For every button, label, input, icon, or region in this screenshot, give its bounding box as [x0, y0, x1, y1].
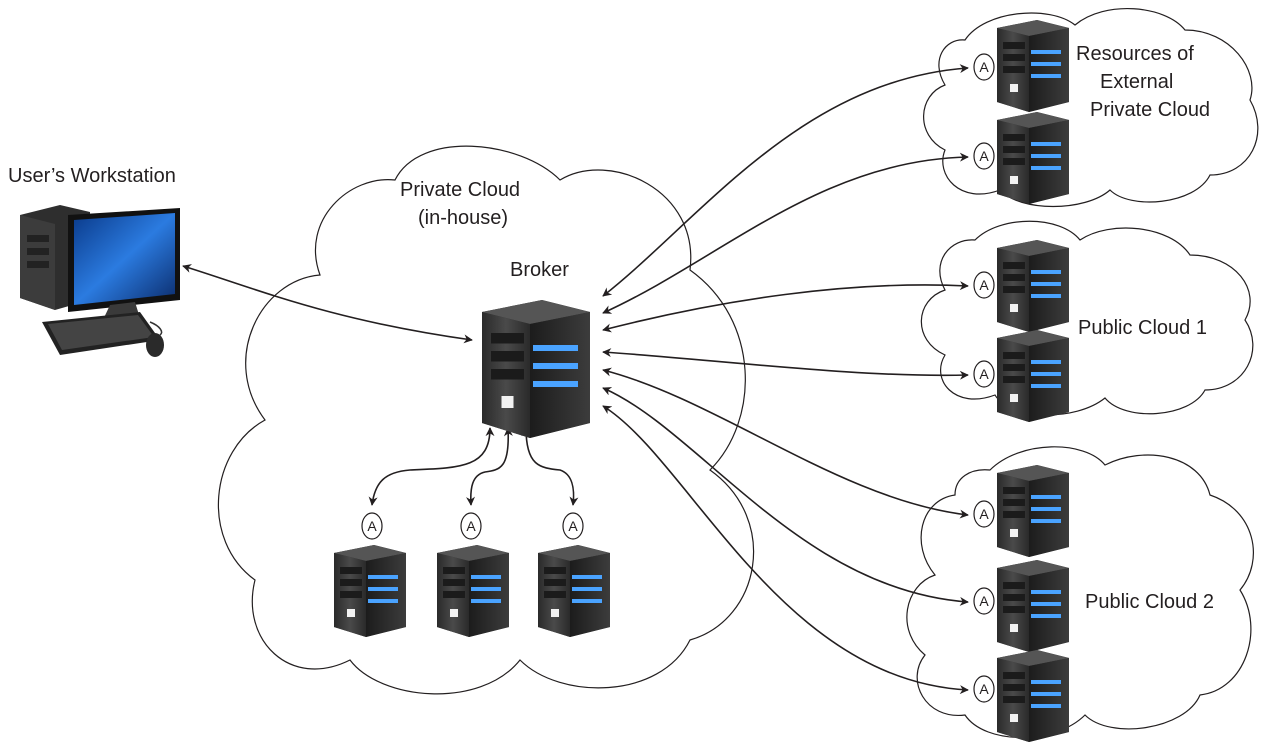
- public-cloud-2-label: Public Cloud 2: [1085, 591, 1214, 613]
- agent-marker: A: [973, 271, 995, 299]
- agent-marker: A: [973, 587, 995, 615]
- agent-marker: A: [460, 512, 482, 540]
- agent-marker: A: [973, 53, 995, 81]
- agent-marker: A: [973, 675, 995, 703]
- svg-text:A: A: [979, 277, 989, 293]
- public1-server-1-icon: [997, 240, 1069, 332]
- agent-marker: A: [973, 500, 995, 528]
- public-cloud-1-label: Public Cloud 1: [1078, 317, 1207, 339]
- internal-server-1-icon: [334, 545, 406, 637]
- svg-text:A: A: [466, 518, 476, 534]
- private-cloud-label-line1: Private Cloud: [400, 179, 520, 201]
- workstation-icon: [20, 205, 180, 357]
- broker-label: Broker: [510, 259, 569, 281]
- broker-public2-link-3: [602, 405, 969, 695]
- internal-server-3-icon: [538, 545, 610, 637]
- svg-text:A: A: [979, 366, 989, 382]
- broker-server-icon: [482, 300, 590, 438]
- svg-text:A: A: [979, 59, 989, 75]
- svg-text:A: A: [979, 593, 989, 609]
- svg-text:A: A: [979, 681, 989, 697]
- internal-server-2-icon: [437, 545, 509, 637]
- external-server-2-icon: [997, 112, 1069, 204]
- workstation-label: User’s Workstation: [8, 165, 176, 187]
- agent-marker: A: [562, 512, 584, 540]
- public2-server-1-icon: [997, 465, 1069, 557]
- public2-server-2-icon: [997, 560, 1069, 652]
- agent-marker: A: [973, 360, 995, 388]
- external-cloud-label-line2: External: [1100, 71, 1173, 93]
- broker-public1-link-1: [602, 281, 969, 333]
- svg-text:A: A: [979, 506, 989, 522]
- workstation-broker-link: [182, 264, 473, 344]
- svg-text:A: A: [568, 518, 578, 534]
- external-server-1-icon: [997, 20, 1069, 112]
- broker-internal-link-2: [466, 427, 513, 506]
- svg-text:A: A: [367, 518, 377, 534]
- public2-server-3-icon: [997, 650, 1069, 742]
- external-cloud-label-line1: Resources of: [1076, 43, 1194, 65]
- public1-server-2-icon: [997, 330, 1069, 422]
- broker-internal-link-3: [521, 427, 579, 506]
- agent-marker: A: [973, 142, 995, 170]
- agent-marker: A: [361, 512, 383, 540]
- private-cloud-label-line2: (in-house): [418, 207, 508, 229]
- external-cloud-label-line3: Private Cloud: [1090, 99, 1210, 121]
- svg-text:A: A: [979, 148, 989, 164]
